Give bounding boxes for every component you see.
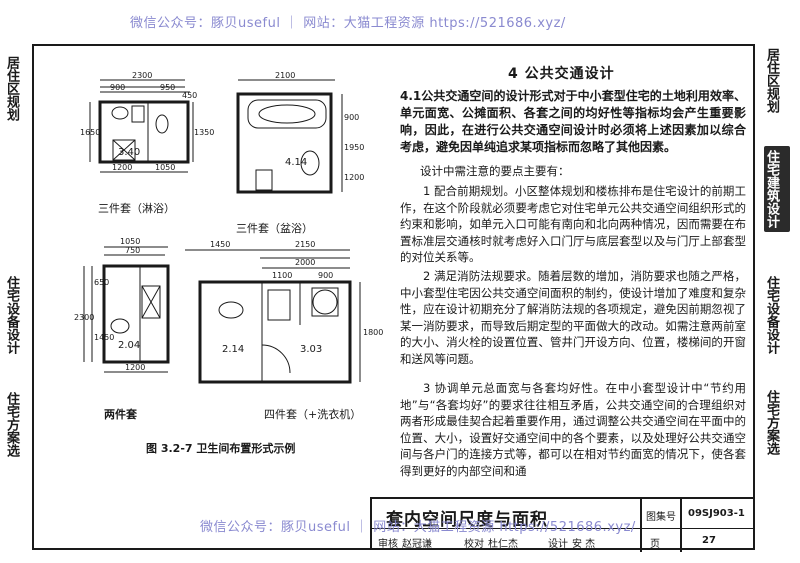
area-label: 2.14 [222, 344, 244, 355]
right-tab-label: 居住区规划 [764, 48, 779, 113]
dim-text: 900 [344, 113, 359, 122]
left-tab-schemes[interactable]: 住宅方案选 [4, 392, 30, 457]
dim-text: 900 [318, 271, 333, 280]
right-tab-schemes[interactable]: 住宅方案选 [764, 390, 790, 455]
plan-label-shower: 三件套（淋浴） [98, 202, 175, 215]
dim-text: 1200 [344, 173, 364, 182]
area-label: 2.04 [118, 340, 140, 351]
left-tab-label: 住宅方案选 [4, 392, 19, 457]
section-title: 4 公共交通设计 [508, 66, 615, 82]
dim-text: 1200 [112, 163, 132, 172]
dim-text: 950 [160, 83, 175, 92]
plan-four-piece [185, 249, 361, 384]
plan-tub [236, 79, 343, 194]
right-tab-equipment[interactable]: 住宅设备设计 [764, 276, 790, 354]
dim-text: 900 [110, 83, 125, 92]
right-tab-planning[interactable]: 居住区规划 [764, 48, 790, 113]
watermark-bottom: 微信公众号：豚贝useful ｜ 网站：大猫工程资源 https://52168… [200, 520, 636, 535]
area-label: 4.14 [285, 157, 307, 168]
atlas-label: 图集号 [646, 512, 676, 523]
dim-text: 1100 [272, 271, 292, 280]
right-tab-label: 住宅设备设计 [764, 276, 779, 354]
dim-text: 1650 [80, 128, 100, 137]
title-block: 套内空间尺度与面积 图集号 09SJ903-1 审核 赵冠谦 校对 杜仁杰 设计… [370, 497, 755, 552]
plan-label-tub: 三件套（盆浴） [236, 222, 313, 235]
dim-text: 1950 [344, 143, 364, 152]
plan-label-four-piece: 四件套（+洗衣机） [264, 408, 362, 421]
right-tab-label: 住宅方案选 [764, 390, 779, 455]
sign-review-label: 审核 [378, 539, 398, 550]
dim-text: 1350 [194, 128, 214, 137]
dim-text: 2100 [275, 71, 295, 80]
left-tab-label: 居住区规划 [4, 56, 19, 121]
dim-text: 2300 [74, 313, 94, 322]
paragraph-point-3: 3 协调单元总面宽与各套均好性。在中小套型设计中“节约用地”与“各套均好”的要求… [400, 381, 746, 478]
sign-review-name: 赵冠谦 [402, 539, 432, 550]
dim-text: 1200 [125, 363, 145, 372]
dim-text: 750 [125, 246, 140, 255]
sign-design-label: 设计 [548, 539, 568, 550]
paragraph-intro: 设计中需注意的要点主要有： [420, 164, 570, 178]
dim-text: 1050 [120, 237, 140, 246]
sign-design-name: 安 杰 [572, 539, 596, 550]
left-tab-planning[interactable]: 居住区规划 [4, 56, 30, 121]
sheet-frame [32, 44, 755, 550]
dim-text: 1800 [363, 328, 383, 337]
dim-text: 2000 [295, 258, 315, 267]
paragraph-point-1: 1 配合前期规划。小区整体规划和楼栋排布是住宅设计的前期工作，在这个阶段就必须要… [400, 184, 746, 265]
dim-text: 1050 [155, 163, 175, 172]
right-tab-building-active[interactable]: 住宅建筑设计 [764, 146, 790, 232]
dim-text: 1450 [210, 240, 230, 249]
left-tab-equipment[interactable]: 住宅设备设计 [4, 276, 30, 354]
sign-check-name: 杜仁杰 [488, 539, 518, 550]
dim-text: 2300 [132, 71, 152, 80]
page-number: 27 [702, 535, 716, 546]
dim-text: 1450 [94, 333, 114, 342]
left-tab-label: 住宅设备设计 [4, 276, 19, 354]
watermark-top: 微信公众号：豚贝useful ｜ 网站：大猫工程资源 https://52168… [130, 16, 566, 31]
sheet-title: 套内空间尺度与面积 [386, 510, 548, 530]
dim-text: 650 [94, 278, 109, 287]
page-label: 页 [650, 539, 660, 550]
plan-shower [89, 79, 194, 173]
paragraph-4-1: 4.1公共交通空间的设计形式对于中小套型住宅的土地利用效率、单元面宽、公摊面积、… [400, 89, 746, 154]
plan-label-two-piece: 两件套 [104, 408, 137, 421]
figure-caption: 图 3.2-7 卫生间布置形式示例 [146, 442, 296, 455]
paragraph-point-2: 2 满足消防法规要求。随着层数的增加，消防要求也随之严格，中小套型住宅因公共交通… [400, 269, 746, 366]
dim-text: 450 [182, 91, 197, 100]
atlas-number: 09SJ903-1 [688, 508, 745, 519]
area-label: 3.03 [300, 344, 322, 355]
right-tab-label: 住宅建筑设计 [764, 150, 779, 228]
area-label: 3.40 [118, 147, 140, 158]
plan-two-piece [83, 246, 170, 373]
dim-text: 2150 [295, 240, 315, 249]
sign-check-label: 校对 [464, 539, 484, 550]
